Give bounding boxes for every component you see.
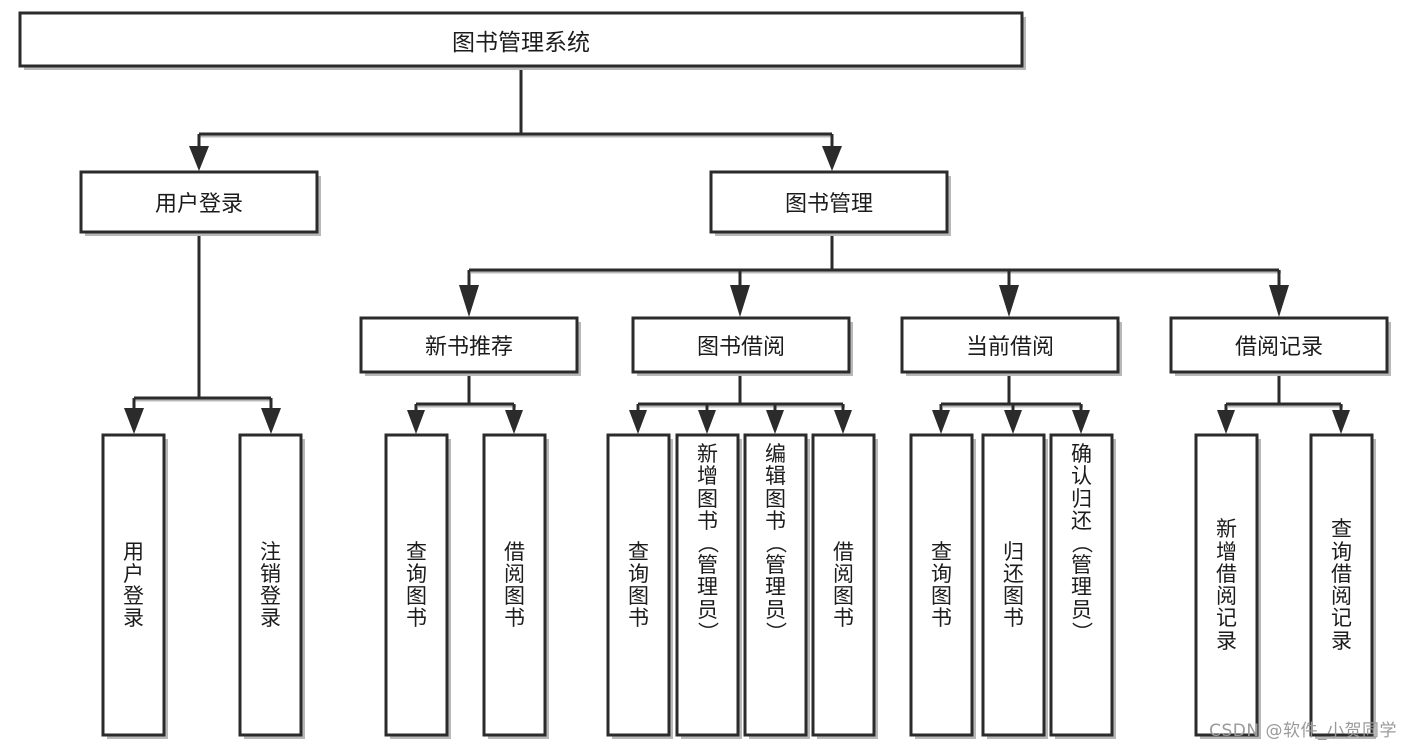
node-book-management[interactable] xyxy=(709,170,951,236)
node-leaf-query-book-2[interactable] xyxy=(606,433,673,739)
node-layer xyxy=(18,11,1391,739)
node-leaf-add-record[interactable] xyxy=(1194,433,1261,739)
connector-bookmgmt-to-level3 xyxy=(459,232,1289,317)
node-leaf-borrow-book-2[interactable] xyxy=(811,433,878,739)
connector-layer xyxy=(124,66,1350,434)
node-current-borrow[interactable] xyxy=(900,316,1122,376)
connector-borrowrecords-to-leaves xyxy=(1217,372,1350,434)
node-leaf-query-record[interactable] xyxy=(1309,433,1376,739)
node-leaf-borrow-book-1[interactable] xyxy=(482,433,549,739)
connector-root-to-level2 xyxy=(189,66,842,171)
node-leaf-edit-book[interactable] xyxy=(743,433,810,739)
node-leaf-confirm-return[interactable] xyxy=(1049,433,1116,739)
node-leaf-query-book-1[interactable] xyxy=(384,433,451,739)
node-user-login[interactable] xyxy=(79,170,321,236)
node-book-borrow[interactable] xyxy=(631,316,853,376)
connector-userlogin-to-leaves xyxy=(124,232,281,434)
node-borrow-records[interactable] xyxy=(1169,316,1391,376)
connector-currentborrow-to-leaves xyxy=(932,372,1090,434)
node-leaf-add-book[interactable] xyxy=(675,433,742,739)
node-leaf-user-logout[interactable] xyxy=(238,433,305,739)
connector-newbook-to-leaves xyxy=(407,372,523,434)
node-root[interactable] xyxy=(18,11,1026,70)
node-leaf-return-book[interactable] xyxy=(981,433,1048,739)
node-leaf-query-book-3[interactable] xyxy=(909,433,976,739)
node-leaf-user-login[interactable] xyxy=(101,433,168,739)
node-new-book-recommend[interactable] xyxy=(359,316,581,376)
connector-bookborrow-to-leaves xyxy=(629,372,852,434)
